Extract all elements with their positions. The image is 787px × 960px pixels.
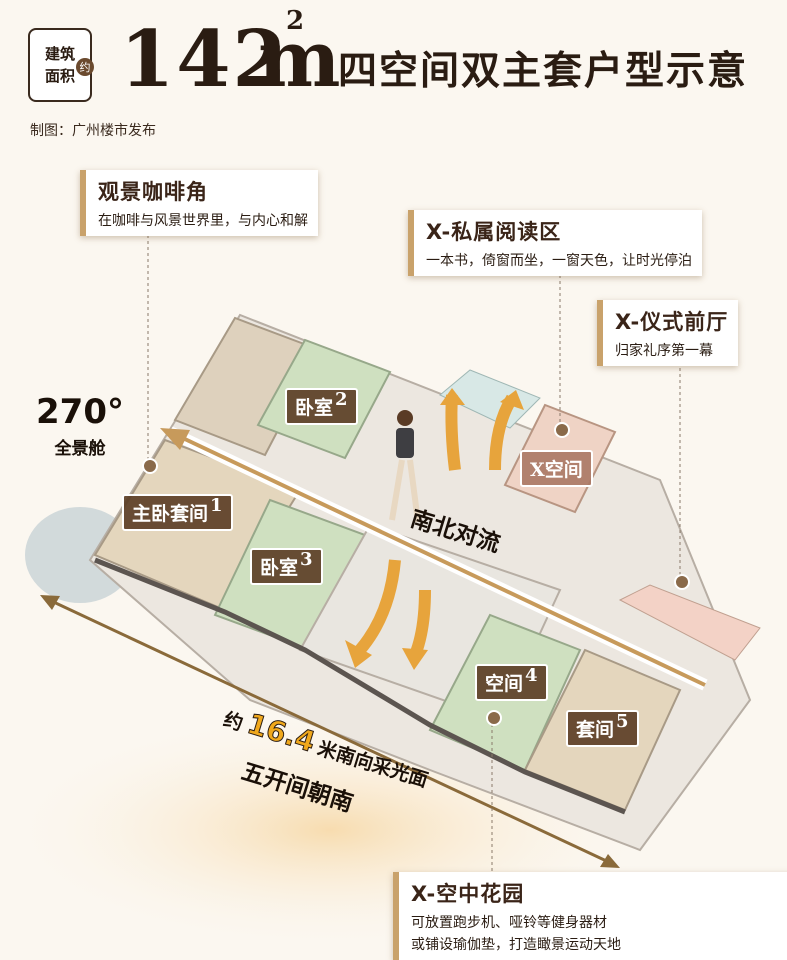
callout-sky-garden: X-空中花园 可放置跑步机、哑铃等健身器材 或铺设瑜伽垫，打造瞰景运动天地 — [393, 872, 787, 960]
area-number: 142 — [120, 14, 289, 105]
panorama-text: 全景舱 — [54, 439, 106, 459]
room-space4-num: 4 — [525, 665, 538, 686]
garden-marker-dot — [486, 710, 502, 726]
room-xspace-text: X空间 — [530, 459, 583, 481]
credit-text: 制图：广州楼市发布 — [30, 123, 156, 139]
panorama-label: 270° 全景舱 — [36, 392, 124, 459]
badge-line2: 面积 — [44, 67, 75, 85]
callout-foyer-desc: 归家礼序第一幕 — [615, 343, 713, 359]
callout-coffee-title: 观景咖啡角 — [98, 180, 208, 204]
foyer-marker-dot — [674, 574, 690, 590]
callout-garden-desc2: 或铺设瑜伽垫，打造瞰景运动天地 — [411, 937, 621, 953]
room-space4-text: 空间 — [485, 673, 524, 695]
callout-reading-title: X-私属阅读区 — [426, 220, 562, 244]
approx-badge: 约 — [76, 58, 94, 76]
area-unit: m — [258, 14, 341, 105]
room-suite5-text: 套间 — [576, 719, 615, 741]
room-bed2-text: 卧室 — [295, 397, 334, 419]
page-title: 四空间双主套户型示意 — [338, 48, 749, 94]
room-bed3-num: 3 — [300, 549, 313, 570]
coffee-marker-dot — [142, 458, 158, 474]
callout-foyer: X-仪式前厅 归家礼序第一幕 — [597, 300, 739, 366]
callout-reading-area: X-私属阅读区 一本书，倚窗而坐，一窗天色，让时光停泊 — [408, 210, 702, 276]
room-master-num: 1 — [210, 495, 223, 516]
room-suite5-num: 5 — [616, 711, 629, 732]
callout-garden-title: X-空中花园 — [411, 882, 525, 906]
badge-line1: 建筑 — [44, 45, 75, 63]
callout-foyer-title: X-仪式前厅 — [615, 310, 729, 334]
room-bed2-num: 2 — [335, 389, 348, 410]
panorama-angle: 270° — [36, 392, 124, 432]
callout-coffee-desc: 在咖啡与风景世界里，与内心和解 — [98, 213, 308, 229]
room-label-x-space: X空间 — [520, 450, 593, 487]
room-master-text: 主卧套间 — [132, 503, 209, 525]
callout-garden-desc1: 可放置跑步机、哑铃等健身器材 — [411, 915, 607, 931]
callout-coffee-corner: 观景咖啡角 在咖啡与风景世界里，与内心和解 — [80, 170, 318, 236]
room-bed3-text: 卧室 — [260, 557, 299, 579]
reading-marker-dot — [554, 422, 570, 438]
callout-reading-desc: 一本书，倚窗而坐，一窗天色，让时光停泊 — [426, 253, 692, 269]
area-unit-superscript: 2 — [286, 6, 305, 36]
